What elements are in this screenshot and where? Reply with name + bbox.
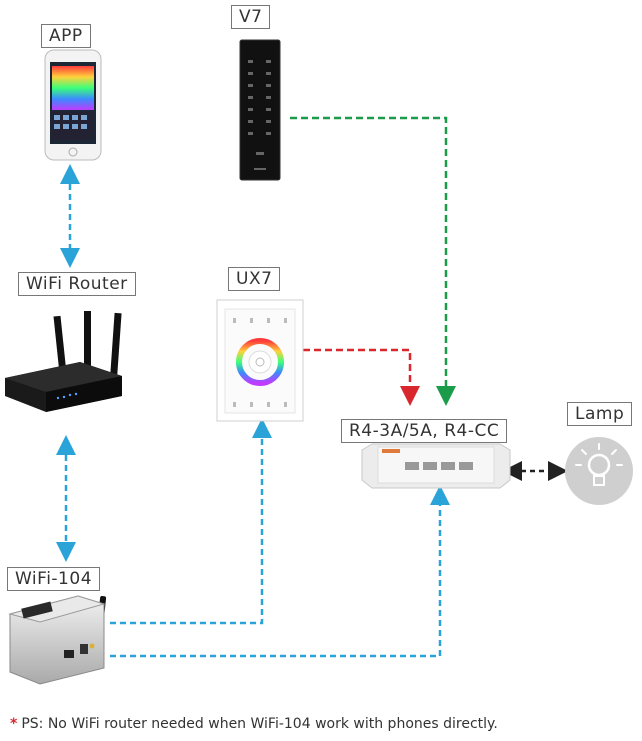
footnote: *PS: No WiFi router needed when WiFi-104… — [10, 716, 498, 732]
label-v7: V7 — [231, 5, 271, 29]
label-wifi104: WiFi-104 — [7, 567, 101, 591]
wifi104-controller-icon — [8, 595, 107, 685]
footnote-marker: * — [10, 716, 18, 732]
label-receiver: R4-3A/5A, R4-CC — [341, 419, 508, 443]
footnote-text: PS: No WiFi router needed when WiFi-104 … — [21, 716, 498, 732]
lamp-bulb-icon — [565, 437, 633, 505]
ux7-panel-icon — [216, 299, 304, 422]
wifi-router-icon — [5, 311, 122, 412]
label-ux7: UX7 — [228, 267, 281, 291]
label-app: APP — [41, 24, 91, 48]
phone-app-icon — [44, 49, 102, 161]
link-wifi104-receiver — [110, 485, 450, 658]
label-lamp: Lamp — [567, 402, 633, 426]
receiver-module-icon — [361, 443, 511, 489]
link-wifi104-ux7 — [110, 418, 272, 625]
label-wifi-router: WiFi Router — [18, 272, 136, 296]
link-ux7-receiver — [303, 348, 420, 406]
v7-remote-icon — [239, 39, 281, 181]
link-v7-receiver — [290, 116, 456, 406]
